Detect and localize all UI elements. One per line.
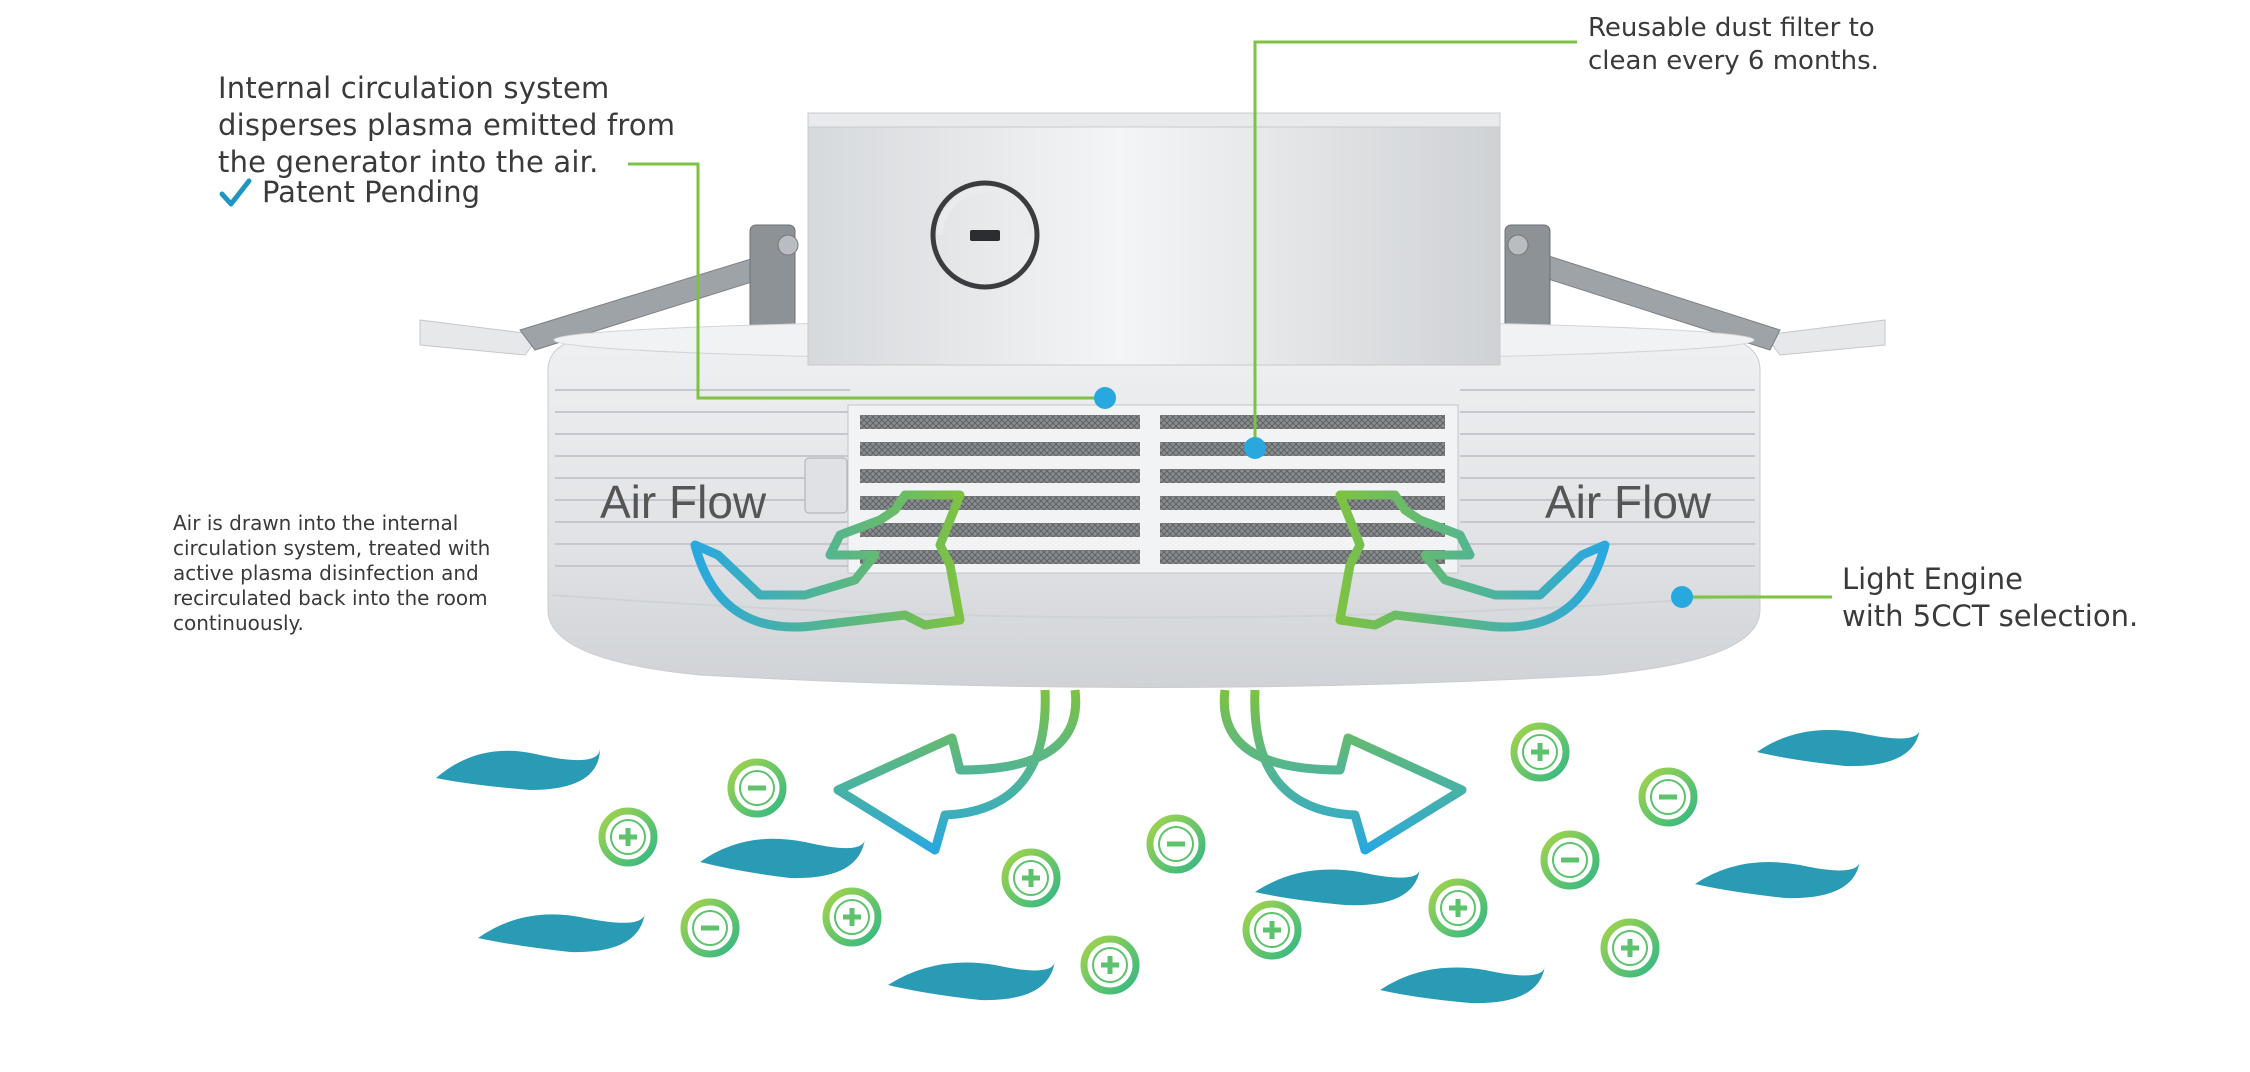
generator-housing xyxy=(807,112,1501,366)
leader-filter xyxy=(1253,40,1577,448)
patent-pending-label: Patent Pending xyxy=(262,175,481,209)
callout-internal-circulation: Internal circulation system disperses pl… xyxy=(218,71,676,180)
plus-ion-icon xyxy=(1001,848,1061,908)
wave xyxy=(1695,860,1860,899)
minus-ion-icon xyxy=(1146,814,1206,874)
leader-dot-filter xyxy=(1244,437,1266,459)
airflow-outflow-arrow-left xyxy=(833,689,1081,855)
airflow-intake-arrow-left xyxy=(690,490,965,632)
plus-ion-icon xyxy=(1600,918,1660,978)
wave xyxy=(1757,728,1920,767)
minus-ion-icon xyxy=(1638,767,1698,827)
spring-clip-left xyxy=(419,224,799,356)
minus-ion-icon xyxy=(1540,830,1600,890)
minus-ion-icon xyxy=(680,898,740,958)
wave xyxy=(436,748,600,790)
leader-dot-light-engine xyxy=(1671,586,1693,608)
patent-pending-note: Patent Pending xyxy=(218,174,480,211)
wave xyxy=(888,960,1055,1001)
callout-dust-filter: Reusable dust filter to clean every 6 mo… xyxy=(1588,13,1879,77)
plus-ion-icon xyxy=(822,887,882,947)
plus-ion-icon xyxy=(598,807,658,867)
plus-ion-icon xyxy=(1428,878,1488,938)
plus-ion-icon xyxy=(1510,722,1570,782)
air-flow-label-right: Air Flow xyxy=(1545,476,1712,528)
leader-dot-internal xyxy=(1094,387,1116,409)
air-flow-label-left: Air Flow xyxy=(600,476,767,528)
air-purifier-device xyxy=(419,112,1886,688)
check-icon xyxy=(219,178,252,207)
callout-light-engine: Light Engine with 5CCT selection. xyxy=(1842,562,2139,634)
callout-air-drawn: Air is drawn into the internal circulati… xyxy=(173,511,491,635)
ion-symbols xyxy=(598,722,1698,995)
plus-ion-icon xyxy=(1080,935,1140,995)
wave xyxy=(1380,965,1545,1004)
leader-internal xyxy=(628,162,1105,400)
plus-ion-icon xyxy=(1242,900,1302,960)
air-waves xyxy=(436,728,1920,1004)
wave xyxy=(478,912,645,953)
spring-clip-right xyxy=(1504,224,1886,356)
wave xyxy=(1255,868,1420,906)
airflow-outflow-arrow-right xyxy=(1219,689,1467,855)
airflow-intake-arrow-right xyxy=(1335,490,1610,632)
leader-lines xyxy=(628,40,1832,599)
wave xyxy=(700,838,865,879)
minus-ion-icon xyxy=(727,758,787,818)
